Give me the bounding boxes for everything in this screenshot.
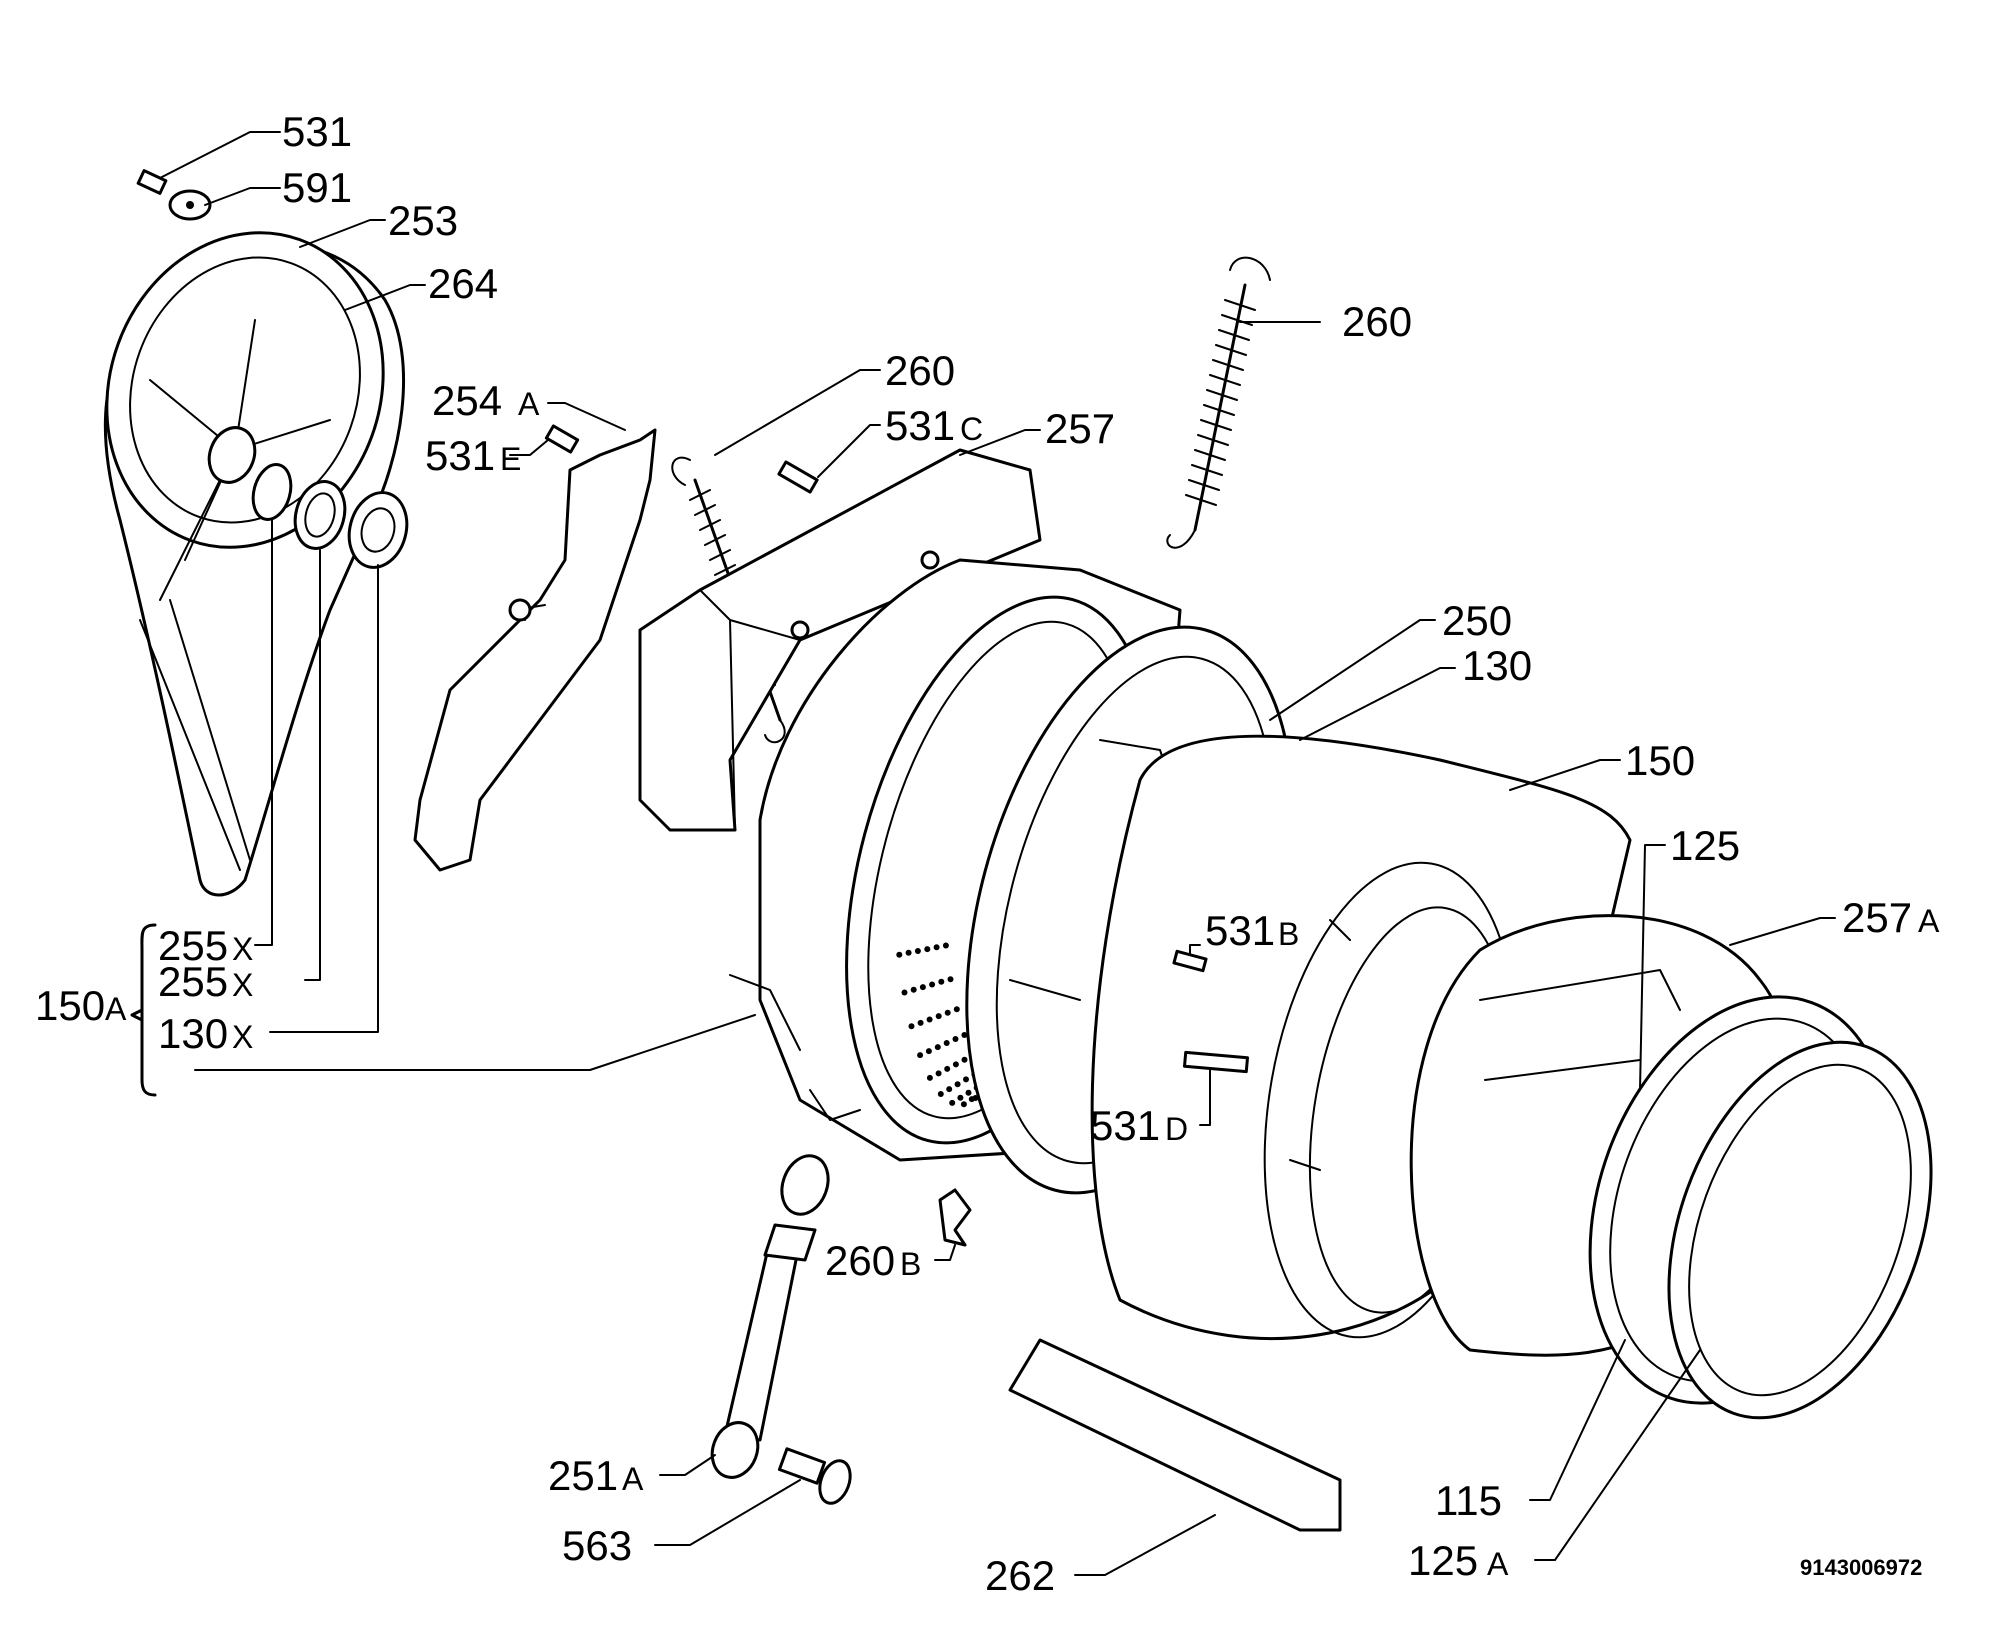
drum-hole [905,949,912,956]
drum-hole [937,1091,944,1097]
label-150: 150 [1625,737,1695,784]
label-251a: 251 [548,1452,618,1499]
drum-hole [917,1019,924,1026]
drum-hole [914,948,921,954]
drum-hole [908,1023,915,1030]
drum-hole [938,978,945,985]
bolt-563 [777,1447,852,1505]
label-125a-suffix: A [1487,1546,1509,1582]
bearings [251,463,409,569]
label-130x-suffix: X [232,1019,253,1055]
drum-hole [942,942,949,949]
drum-hole [917,1052,924,1059]
clip-260b [938,1188,972,1247]
label-130: 130 [1462,642,1532,689]
label-150a: 150 [35,982,105,1029]
drum-hole [949,1099,956,1106]
drum-hole [929,981,936,988]
label-531b-suffix: B [1278,916,1299,952]
drum-hole [896,951,903,958]
label-253: 253 [388,197,458,244]
screw-531c [777,460,819,494]
counterweight-257 [638,448,1042,832]
label-150a-suffix: A [105,991,127,1027]
label-260b-suffix: B [900,1246,921,1282]
label-260-right: 260 [1342,298,1412,345]
label-531c: 531 [885,402,955,449]
spring-260-right [1166,256,1271,549]
label-531e-suffix: E [500,441,521,477]
label-591: 591 [282,164,352,211]
screw-531b [1172,949,1208,973]
label-255x-2-suffix: X [232,967,253,1003]
drum-hole [926,1074,933,1081]
label-115: 115 [1435,1477,1502,1524]
drum-hole [944,1009,951,1016]
drum-hole [935,1013,942,1020]
label-531d-suffix: D [1165,1111,1188,1147]
label-125: 125 [1670,822,1740,869]
drum-hole [924,946,931,953]
label-260b: 260 [825,1237,895,1284]
label-257a: 257 [1842,894,1912,941]
drum-hole [965,1089,972,1096]
label-531: 531 [282,108,352,155]
drum-hole [926,1016,933,1023]
drum-hole [961,1056,968,1063]
label-260-top: 260 [885,347,955,394]
drum-hole [925,1048,932,1055]
label-250: 250 [1442,597,1512,644]
drum-hole [934,1044,941,1051]
drum-hole [933,944,940,951]
label-254-suffix: A [518,386,540,422]
label-251a-suffix: A [622,1461,644,1497]
drum-hole [960,1101,967,1108]
drum-hole [943,1040,950,1046]
label-531b: 531 [1205,907,1275,954]
drum-hole [961,1032,968,1038]
drum-hole [946,1086,953,1093]
screw-531e [544,424,580,454]
drum-hole [935,1070,942,1077]
label-262: 262 [985,1552,1055,1599]
part-labels: 531 591 253 264 254 A 531 E 260 531 C 25… [35,108,1940,1599]
label-130x: 130 [158,1010,228,1057]
group-bracket [140,923,157,1097]
label-257: 257 [1045,405,1115,452]
shock-absorber-251a [710,1154,830,1479]
drum-hole [910,986,917,993]
label-531e: 531 [425,432,495,479]
drum-hole [944,1065,951,1072]
label-255x-1: 255 [158,922,228,969]
label-264: 264 [428,260,498,307]
pulley-wheel [103,169,406,897]
tub-bracket-254a [413,428,657,872]
label-531c-suffix: C [960,411,983,447]
group-bracket-tip [130,1008,144,1022]
drum-hole [919,984,926,991]
leader-lines [159,131,1836,1576]
label-563: 563 [562,1522,632,1569]
drum-hole [952,1036,959,1042]
diagram-code: 9143006972 [1800,1555,1922,1580]
door-seal [1409,914,1933,1420]
drum-hole [953,1006,960,1013]
label-257a-suffix: A [1918,903,1940,939]
drum-hole [954,1081,961,1088]
screw-531d [1183,1050,1249,1074]
drum-hole [963,1076,969,1083]
label-531d: 531 [1090,1102,1160,1149]
drum-hole [947,976,954,983]
bar-262 [1008,1338,1342,1532]
drum-hole [901,989,908,996]
drum-hole [957,1094,964,1101]
drum-hole [952,1061,959,1068]
screw-531 [136,169,168,195]
label-255x-2: 255 [158,958,228,1005]
label-125a: 125 [1408,1537,1478,1584]
label-255x-1-suffix: X [232,931,253,967]
label-254: 254 [432,377,502,424]
